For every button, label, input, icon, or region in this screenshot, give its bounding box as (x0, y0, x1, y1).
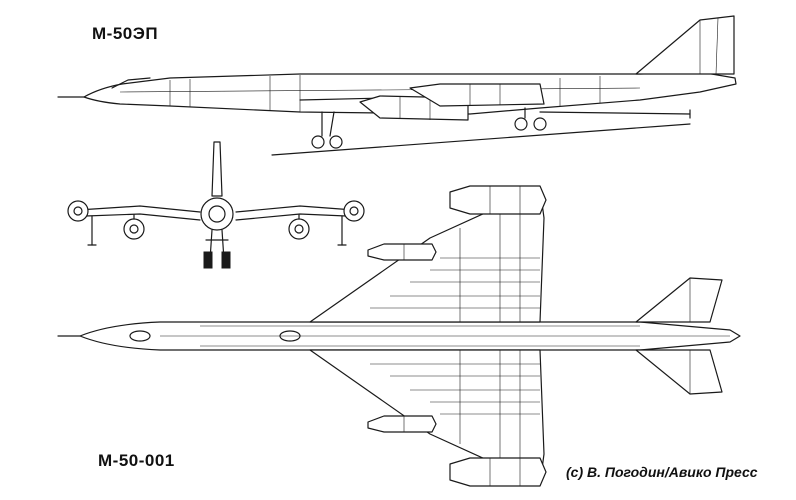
front-view (67, 141, 365, 269)
variant-label-bottom: М-50-001 (98, 451, 175, 470)
copyright-credit: (c) В. Погодин/Авико Пресс (566, 464, 758, 480)
top-view (57, 185, 741, 487)
side-view (57, 15, 737, 156)
variant-label-top: М-50ЭП (92, 24, 159, 43)
